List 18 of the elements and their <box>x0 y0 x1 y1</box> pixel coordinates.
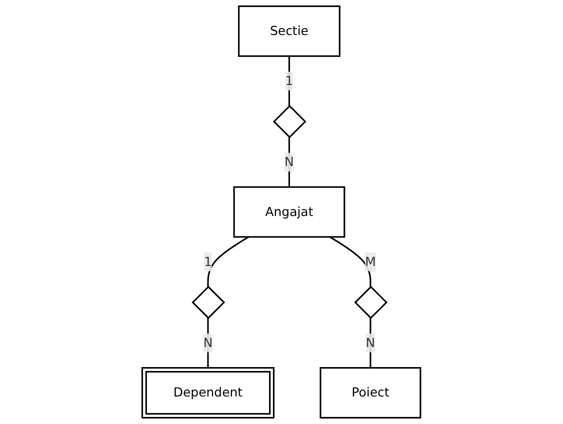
node-box: Dependent <box>142 367 275 419</box>
node-box: Sectie <box>238 5 341 57</box>
node-diamond <box>354 286 388 320</box>
connector <box>330 236 372 287</box>
edge-label: N <box>203 335 213 350</box>
edge-label: 1 <box>204 254 212 269</box>
edge-label: 1 <box>285 73 294 88</box>
connector <box>207 318 209 368</box>
connector <box>370 318 372 368</box>
connector <box>207 236 250 287</box>
node-box: Poiect <box>320 367 422 419</box>
connector <box>288 137 290 188</box>
edge-label: N <box>284 154 294 170</box>
edge-label: M <box>365 254 376 269</box>
node-box: Angajat <box>233 186 346 238</box>
node-diamond <box>192 286 226 320</box>
edge-label: N <box>366 335 376 350</box>
node-diamond <box>273 104 306 138</box>
